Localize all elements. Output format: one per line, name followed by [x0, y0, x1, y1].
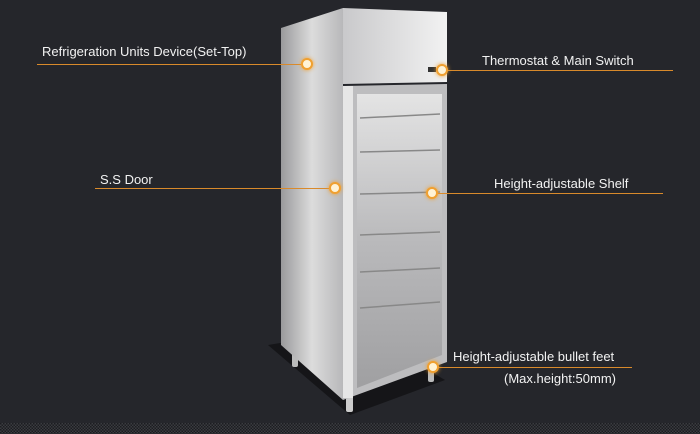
thermostat-label: Thermostat & Main Switch: [482, 53, 634, 68]
hotspot-shelf[interactable]: [426, 187, 438, 199]
callout-line: [436, 193, 663, 194]
side-panel: [281, 8, 343, 400]
top-section: [343, 8, 447, 84]
callout-line: [95, 188, 331, 189]
thermostat-display: [428, 67, 436, 72]
feet-label: Height-adjustable bullet feet: [453, 349, 615, 364]
bottom-pattern-band: [0, 423, 700, 434]
door-label: S.S Door: [100, 172, 153, 187]
feet-note: (Max.height:50mm): [504, 371, 616, 386]
callout-line: [37, 64, 303, 65]
shelf-label: Height-adjustable Shelf: [494, 176, 629, 191]
hotspot-door[interactable]: [329, 182, 341, 194]
door-handle: [343, 86, 353, 398]
hotspot-feet[interactable]: [427, 361, 439, 373]
callout-line: [446, 70, 673, 71]
glass-panel: [357, 94, 442, 388]
hotspot-thermostat[interactable]: [436, 64, 448, 76]
refrigeration-unit-label: Refrigeration Units Device(Set-Top): [42, 44, 247, 59]
callout-line: [437, 367, 632, 368]
hotspot-refrigeration-unit[interactable]: [301, 58, 313, 70]
